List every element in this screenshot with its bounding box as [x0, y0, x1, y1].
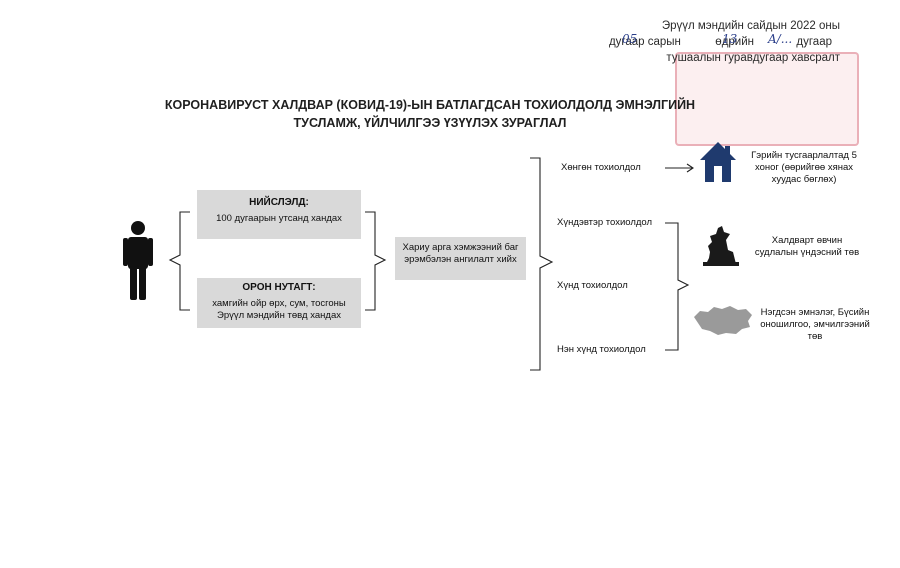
response-text: Хариу арга хэмжээний баг эрэмбэлэн ангил…	[402, 242, 519, 265]
rural-text: хамгийн ойр өрх, сум, тосгоны Эрүүл мэнд…	[212, 298, 346, 321]
official-stamp	[675, 52, 859, 146]
header-line-3: тушаалын гуравдугаар хавсралт	[666, 52, 840, 64]
rural-box: ОРОН НУТАГТ: хамгийн ойр өрх, сум, тосго…	[197, 278, 361, 328]
severity-mild: Хөнгөн тохиолдол	[561, 162, 641, 173]
person-icon	[123, 221, 153, 300]
handwritten-order-number: A/...	[768, 32, 793, 46]
header-line-1: Эрүүл мэндийн сайдын 2022 оны	[661, 20, 840, 32]
response-bracket	[530, 157, 554, 371]
rural-heading: ОРОН НУТАГТ:	[242, 282, 316, 293]
outcome-center: Халдварт өвчин судлалын үндэсний төв	[754, 235, 860, 258]
person-bracket	[168, 211, 190, 311]
page-title-line-2: ТУСЛАМЖ, ҮЙЛЧИЛГЭЭ ҮЗҮҮЛЭХ ЗУРАГЛАЛ	[293, 116, 567, 130]
mild-arrow-head	[686, 163, 694, 173]
outcome-hospital: Нэгдсэн эмнэлэг, Бүсийн оношилгоо, эмчил…	[760, 307, 870, 342]
severity-severe: Хүнд тохиолдол	[557, 280, 628, 291]
handwritten-day: 13	[722, 32, 738, 46]
header-line-2-mid: өдрийн	[715, 36, 754, 48]
severity-critical: Нэн хүнд тохиолдол	[557, 344, 646, 355]
capital-box: НИЙСЛЭЛД: 100 дугаарын утсанд хандах	[197, 190, 361, 239]
header-line-2-pre: дугаар сарын	[608, 36, 681, 48]
severity-bracket	[665, 222, 690, 351]
boxes-bracket	[365, 211, 387, 311]
page-title: КОРОНАВИРУСТ ХАЛДВАР (КОВИД-19)-ЫН БАТЛА…	[150, 96, 710, 132]
response-box: Хариу арга хэмжээний баг эрэмбэлэн ангил…	[395, 237, 526, 280]
page-title-line-1: КОРОНАВИРУСТ ХАЛДВАР (КОВИД-19)-ЫН БАТЛА…	[164, 98, 696, 112]
severity-moderate: Хүндэвтэр тохиолдол	[557, 217, 653, 228]
header-line-2: дугаар сарын өдрийн дугаар	[609, 36, 832, 48]
monument-icon	[703, 226, 739, 266]
mongolia-map-icon	[694, 306, 752, 335]
capital-heading: НИЙСЛЭЛД:	[249, 197, 309, 208]
header-line-2-post: дугаар	[796, 36, 832, 48]
handwritten-month: 05	[622, 32, 638, 46]
capital-text: 100 дугаарын утсанд хандах	[216, 213, 342, 224]
outcome-home: Гэрийн тусгаарлалтад 5 хоног (өөрийгөө х…	[751, 150, 857, 185]
house-icon	[700, 142, 736, 182]
